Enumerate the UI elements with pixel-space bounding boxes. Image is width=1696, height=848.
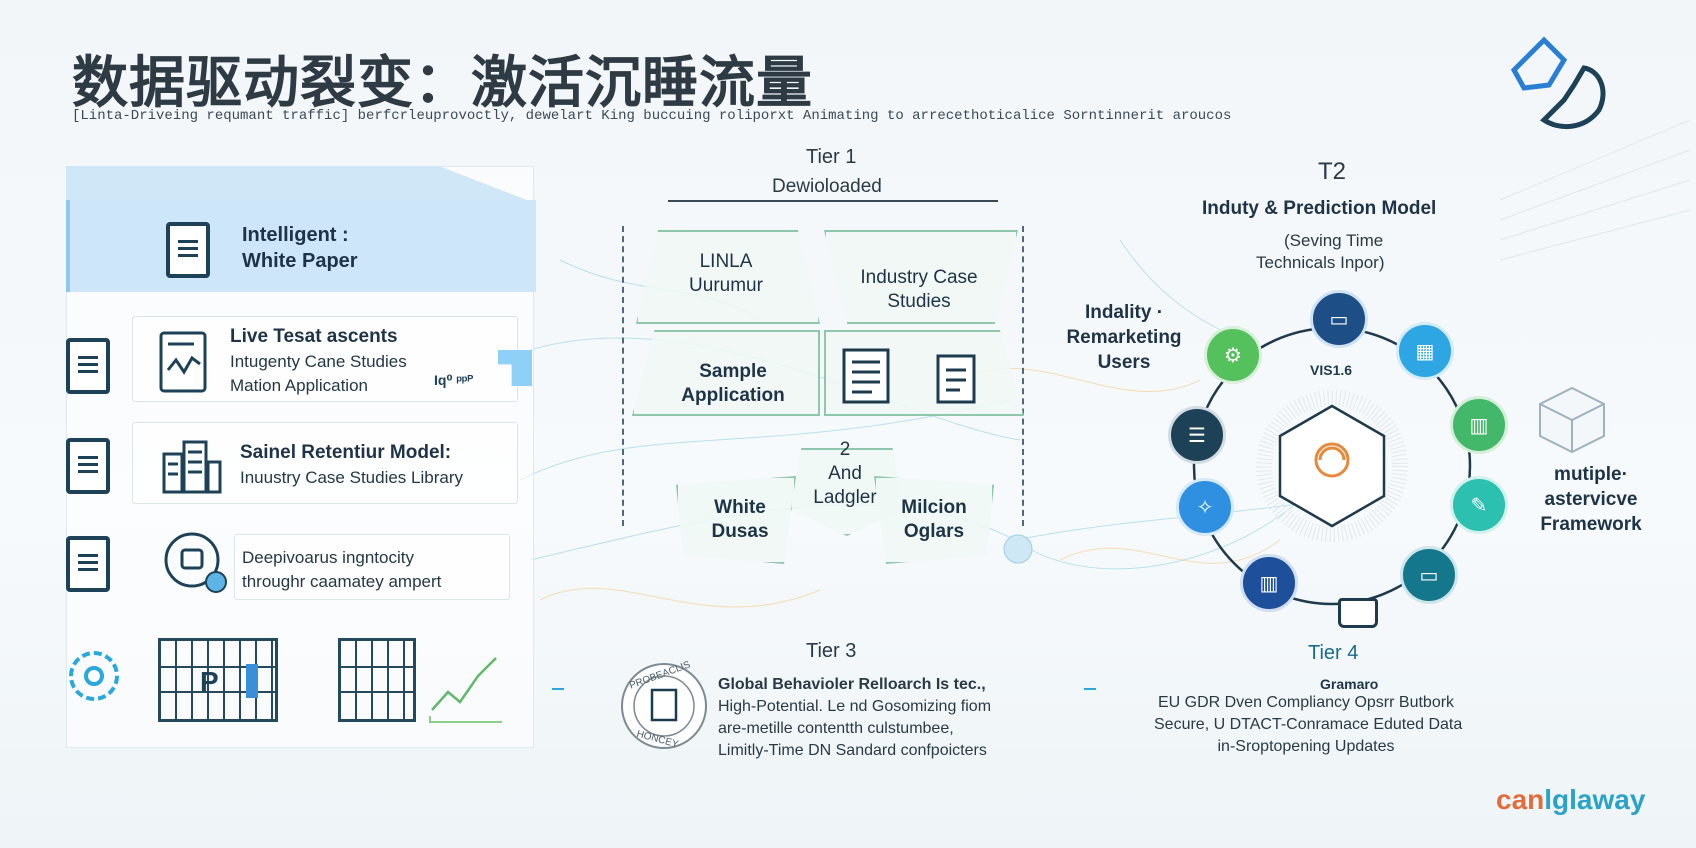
node-bottom-right[interactable]: ▭ [1400,546,1458,604]
t2-label: T2 [1318,158,1347,185]
bar-icon [246,664,258,698]
node-right-2[interactable]: ✎ [1450,476,1508,534]
cube-icon [1539,386,1605,454]
tier1-underline [668,200,998,202]
cube-hand-icon [1510,36,1606,130]
dash-left [552,688,564,690]
tier4-sub: Gramaro [1320,676,1379,692]
multiple-line-3: Framework [1540,514,1642,535]
line-chart-icon [429,657,502,723]
tier3-line-4: Limitly-Time DN Sandard confpoicters [718,742,987,759]
tier1-label: Tier 1 [806,146,857,168]
t2-title: Induty & Prediction Model [1202,198,1437,219]
node-bottom[interactable]: ▥ [1240,554,1298,612]
left-header-card[interactable]: Intelligent : White Paper [66,200,536,292]
white-box[interactable] [676,476,796,564]
milcion-line-2: Oglars [903,521,965,542]
milcion-box[interactable] [874,476,994,564]
node-left-bottom[interactable]: ✧ [1176,478,1234,536]
node-top-right[interactable]: ▦ [1396,322,1454,380]
document-stack-icon [842,348,976,404]
industry-line-1: Industry Case [860,267,978,288]
row2-line-1: Sainel Retentiur Model: [240,442,452,463]
node-left[interactable]: ☰ [1168,406,1226,464]
row2-line-2: Inuustry Case Studies Library [240,468,463,487]
tier4-line-3: in-Sroptopening Updates [1217,738,1395,755]
remarketing-line-3: Users [1097,352,1151,373]
remarketing-line-1: Indality · [1084,302,1164,323]
bag-icon [1338,598,1378,628]
logo-part-1: can [1496,784,1545,815]
tier2-num: 2 [839,439,851,460]
row3-line-1: Deepivoarus ingntocity [242,548,414,567]
tier3-label: Tier 3 [806,640,857,662]
sample-application-box[interactable] [632,330,820,416]
tier1-frame-left [622,226,624,526]
document-icon [166,222,210,278]
tier2-line-1: And [828,463,862,484]
logo-part-2: lglaway [1544,784,1646,815]
page-subtitle: [Linta-Driveing requmant traffic] berfcr… [72,108,1232,124]
node-top-left[interactable]: ⚙ [1204,326,1262,384]
row3-line-2: throughr caamatey ampert [242,572,442,591]
row1-line-2: Intugenty Cane Studies [230,352,407,371]
building-chart-icon [162,440,222,494]
grid-chart-2 [338,638,416,722]
row1-line-1: Live Tesat ascents [230,326,398,347]
tier4-label: Tier 4 [1308,642,1359,664]
tier4-line-1: EU GDR Dven Compliancy Opsrr Butbork [1157,694,1455,711]
row1-line-3: Mation Application [230,376,368,395]
sample-line-2: Application [681,385,785,406]
remarketing-line-2: Remarketing [1066,327,1182,348]
white-line-1: White [714,497,766,518]
white-line-2: Dusas [711,521,769,542]
industry-case-box[interactable] [824,230,1018,324]
t2-sub-2: Technicals Inpor) [1256,253,1385,272]
t2-sub-1: (Seving Time [1284,231,1384,250]
header-line-2: White Paper [242,250,358,272]
stamp-icon [621,663,707,749]
brand-logo: canlglaway [1496,784,1645,816]
node-right-1[interactable]: ▥ [1450,396,1508,454]
tier4-line-2: Secure, U DTACT-Conramace Eduted Data [1154,716,1463,733]
linla-line-1: LINLA [699,251,753,272]
node-top[interactable]: ▭ [1310,290,1368,348]
gauge-icon [69,651,119,701]
tier1-frame-right [1022,226,1024,526]
tier2-line-2: Ladgler [813,487,877,508]
documents-box[interactable] [824,330,1024,416]
tier3-line-2: High-Potential. Le nd Gosomizing fiom [718,698,992,715]
row1-overlay-text: Iq⁰ ᵖᵖᴾ [434,372,474,388]
multiple-line-2: astervicve [1544,489,1638,510]
ring-center-label: VIS1.6 [1310,362,1353,378]
document-icon [66,338,110,394]
tier3-line-3: are-metille contentth culstumbee, [718,720,954,737]
chart-document-icon [159,331,207,393]
grid-chart-label: P [200,666,219,697]
header-line-1: Intelligent : [242,224,349,246]
dash-right [1084,688,1096,690]
page-title: 数据驱动裂变：激活沉睡流量 [72,51,813,116]
industry-line-2: Studies [887,291,951,312]
tier1-sub: Dewioloaded [772,176,882,197]
milcion-line-1: Milcion [901,497,967,518]
linla-line-2: Uurumur [689,275,763,296]
user-target-icon [164,532,227,593]
sample-line-1: Sample [699,361,767,382]
left-row-3[interactable] [234,534,510,600]
document-icon [66,438,110,494]
tier3-line-1: Global Behavioler Relloarch Is tec., [718,676,986,693]
multiple-line-1: mutiple· [1554,464,1628,485]
document-icon [66,536,110,592]
